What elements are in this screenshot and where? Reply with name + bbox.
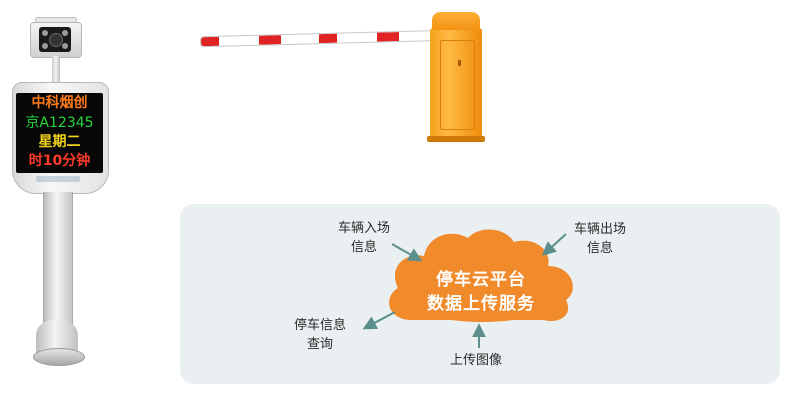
label-query-line1: 停车信息	[293, 318, 346, 333]
barrier-gate-door	[440, 40, 475, 130]
led-display: 中科烟创 京A12345 星期二 时10分钟	[16, 93, 103, 173]
cloud-shape	[389, 229, 573, 322]
led-line-duration: 时10分钟	[28, 153, 91, 169]
label-parking-query: 停车信息 查询	[280, 316, 360, 354]
label-entry-line1: 车辆入场	[337, 221, 390, 236]
label-entry-line2: 信息	[350, 240, 377, 255]
cloud-subtitle: 数据上传服务	[427, 294, 535, 314]
led-line-company: 中科烟创	[31, 95, 88, 111]
housing-logo	[36, 176, 80, 182]
arrow-exit	[541, 233, 567, 256]
label-upload-line1: 上传图像	[449, 353, 502, 368]
lpr-camera-pillar: 中科烟创 京A12345 星期二 时10分钟	[0, 0, 120, 407]
barrier-gate-icon	[430, 28, 482, 138]
pillar-base	[33, 348, 85, 366]
label-exit-line1: 车辆出场	[573, 222, 626, 237]
camera-mount	[52, 56, 60, 82]
barrier-gate-lock	[458, 60, 461, 66]
cloud-title: 停车云平台	[436, 270, 526, 290]
label-upload-image: 上传图像	[436, 351, 516, 370]
label-query-line2: 查询	[306, 337, 333, 352]
arrow-query	[362, 311, 396, 330]
barrier-gate-foot	[427, 136, 485, 142]
label-vehicle-entry: 车辆入场 信息	[324, 219, 404, 257]
camera-lens	[39, 27, 71, 52]
arrow-entry	[391, 243, 423, 262]
label-exit-line2: 信息	[586, 241, 613, 256]
led-line-plate: 京A12345	[25, 115, 94, 131]
led-line-weekday: 星期二	[38, 134, 81, 150]
barrier-gate-cap	[432, 12, 480, 30]
label-vehicle-exit: 车辆出场 信息	[560, 220, 640, 258]
